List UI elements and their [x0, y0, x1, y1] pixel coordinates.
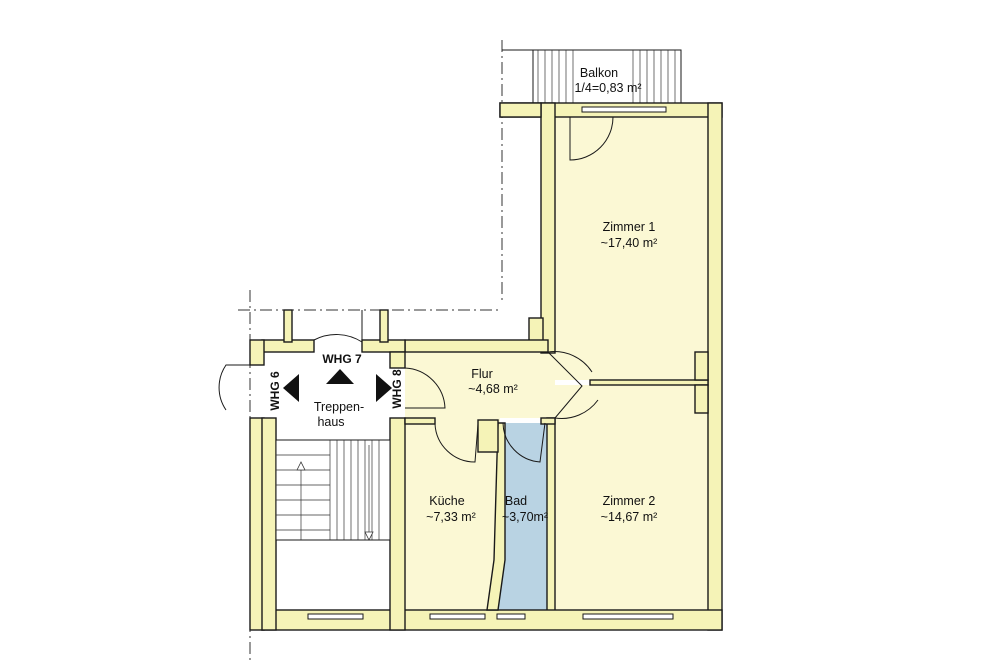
arrow-up-icon	[326, 369, 354, 384]
arrow-left-icon	[283, 374, 299, 402]
bad-name: Bad	[505, 494, 527, 508]
bad-floor	[498, 423, 547, 610]
whg-7-label: WHG 7	[322, 352, 362, 366]
room-fills	[405, 117, 708, 610]
kueche-name: Küche	[429, 494, 464, 508]
zimmer-1-name: Zimmer 1	[603, 220, 656, 234]
zimmer-2-floor	[555, 385, 708, 610]
arrow-right-icon	[376, 374, 392, 402]
whg-8-label: WHG 8	[390, 369, 404, 409]
windows	[307, 106, 674, 620]
doors	[218, 116, 614, 463]
flur-name: Flur	[471, 367, 493, 381]
whg-6-label: WHG 6	[268, 371, 282, 411]
flur-area: ~4,68 m²	[468, 382, 518, 396]
zimmer-2-area: ~14,67 m²	[601, 510, 658, 524]
balkon-name: Balkon	[580, 66, 618, 80]
kueche-area: ~7,33 m²	[426, 510, 476, 524]
balkon-area: 1/4=0,83 m²	[574, 81, 641, 95]
zimmer-2-name: Zimmer 2	[603, 494, 656, 508]
zimmer-1-floor	[555, 117, 708, 380]
zimmer-1-area: ~17,40 m²	[601, 236, 658, 250]
treppenhaus-label-line1: Treppen-	[314, 400, 364, 414]
bad-area: ~3,70m²	[502, 510, 548, 524]
staircase	[275, 439, 391, 541]
balcony	[502, 49, 682, 106]
flur-floor	[405, 350, 555, 418]
entrance-arrows	[283, 369, 392, 402]
treppenhaus-label-line2: haus	[317, 415, 344, 429]
room-labels: Balkon 1/4=0,83 m² Zimmer 1 ~17,40 m² Fl…	[268, 66, 657, 524]
